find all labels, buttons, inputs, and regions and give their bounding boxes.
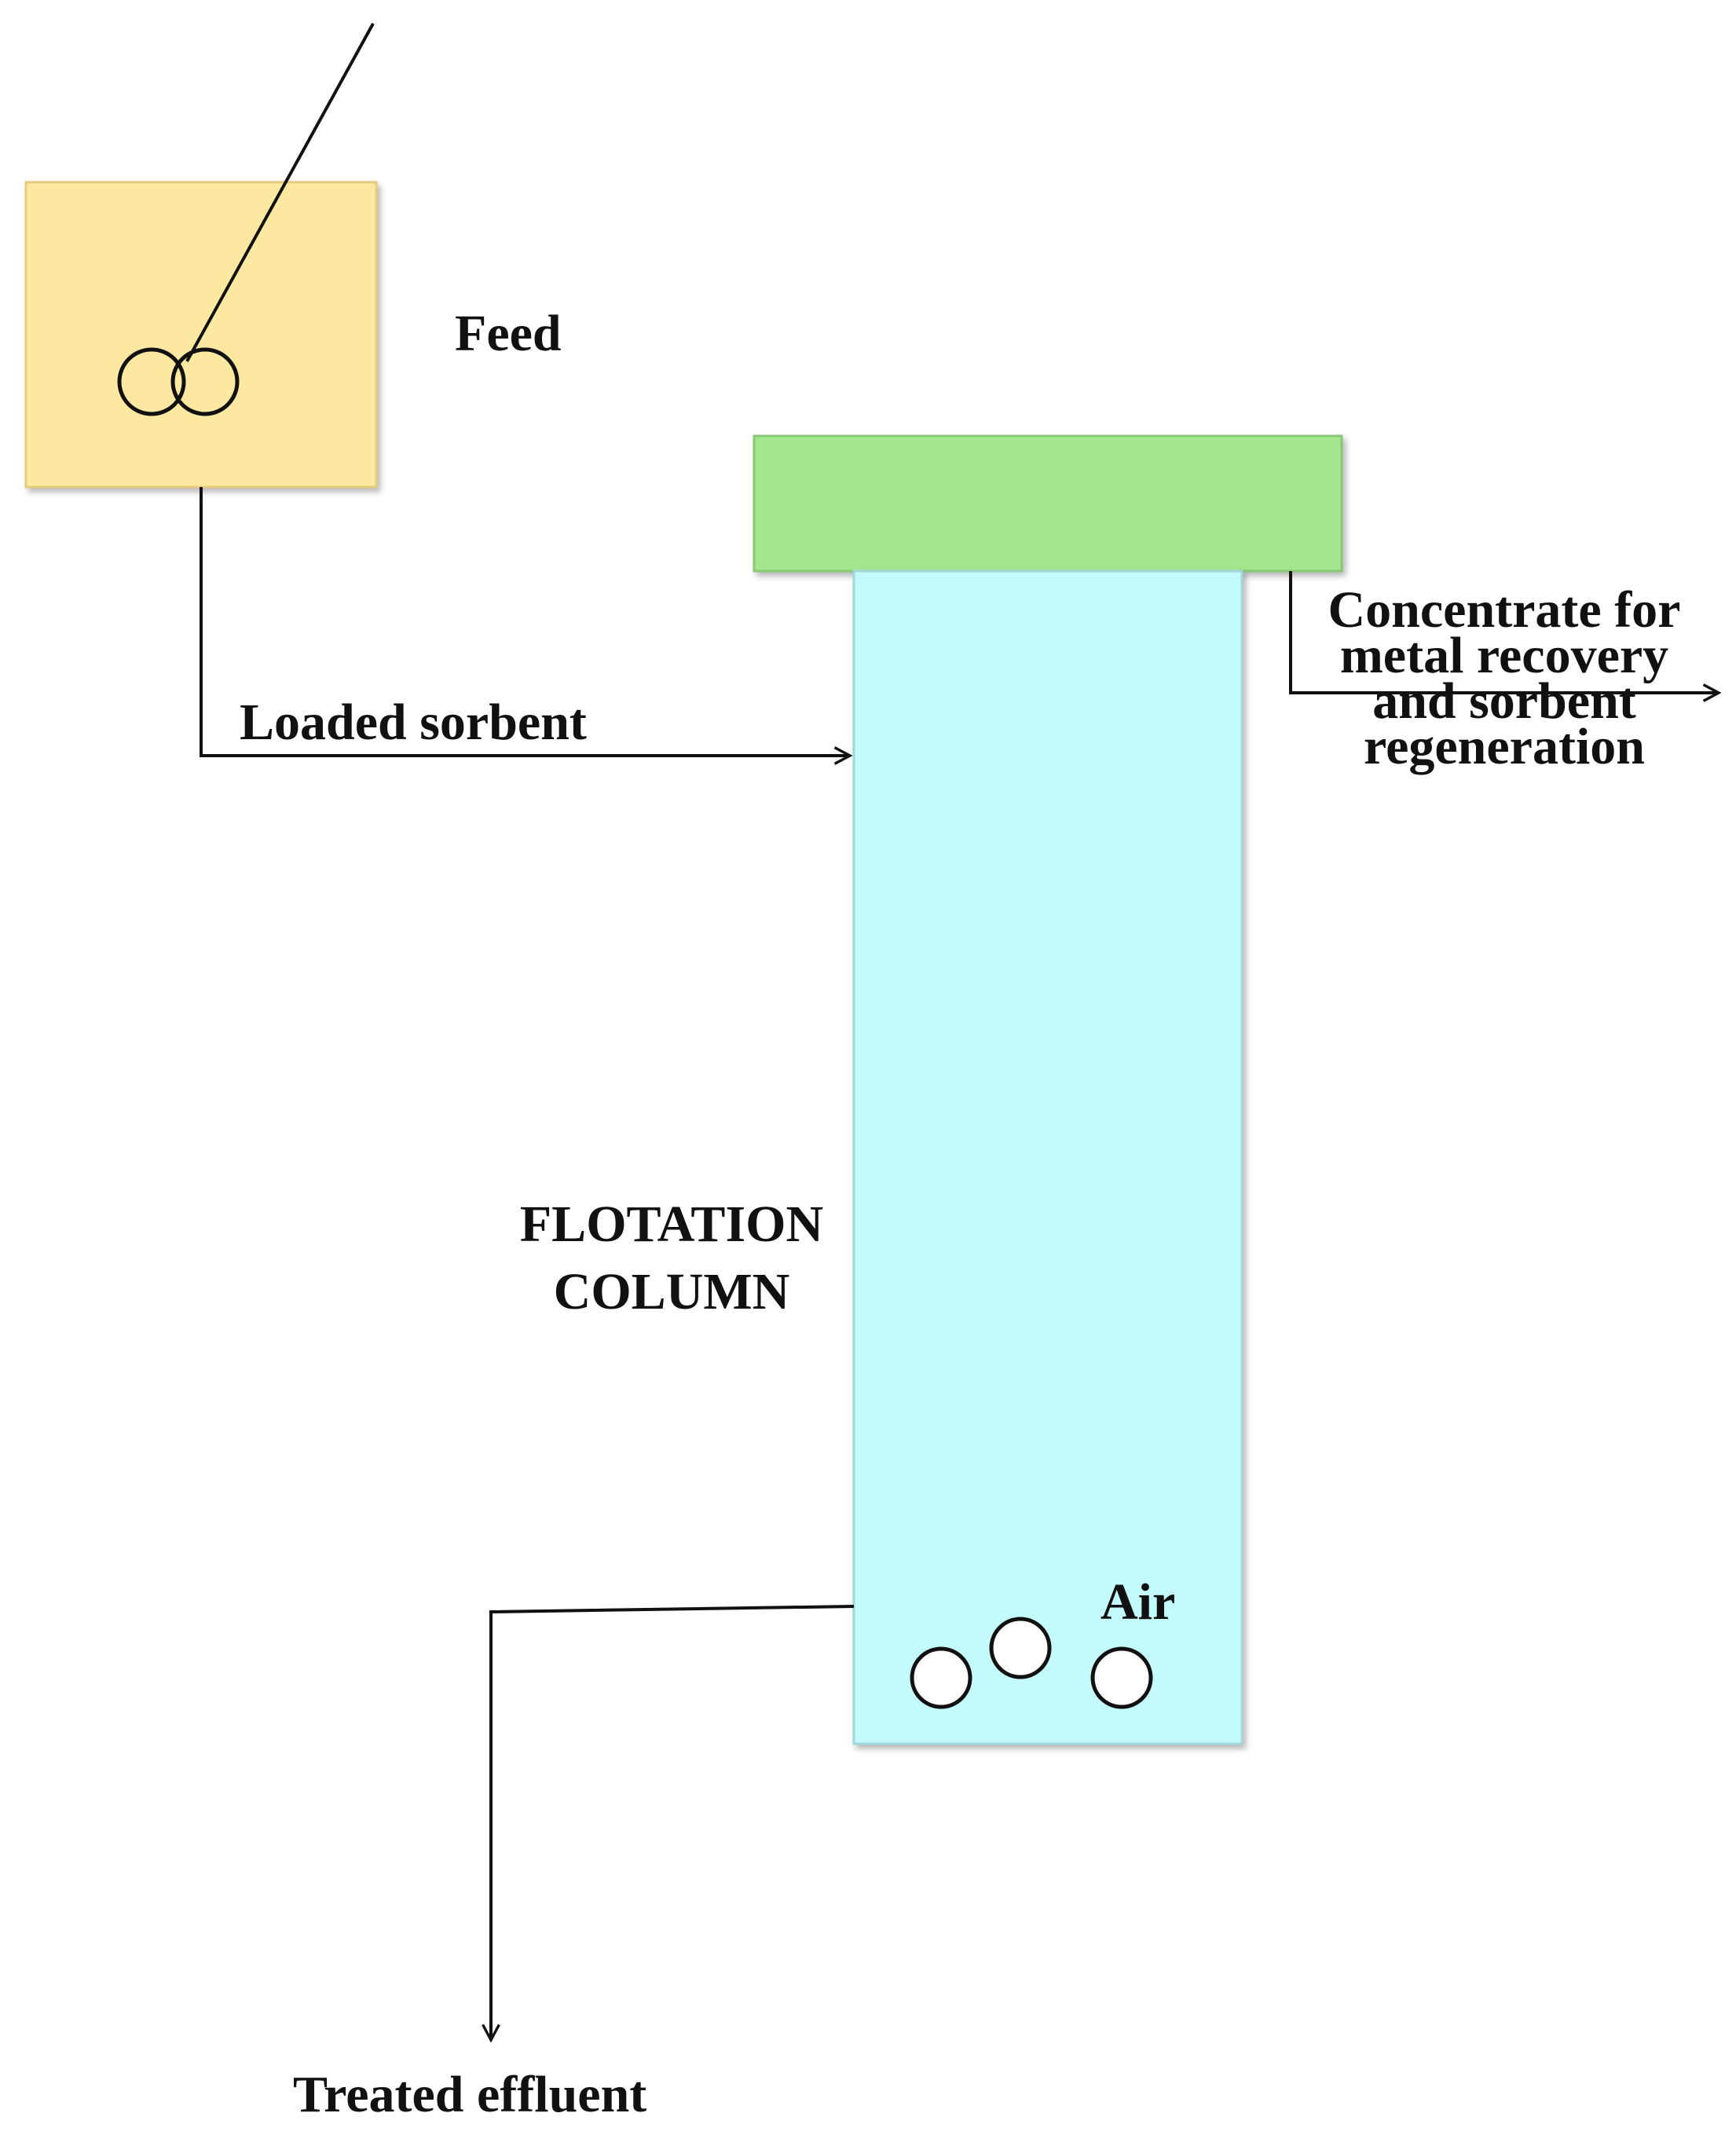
concentrate-label: Concentrate for metal recovery and sorbe… <box>1300 581 1709 775</box>
loaded-sorbent-line <box>200 487 853 765</box>
column-label-line: COLUMN <box>553 1263 790 1320</box>
column-label-line: FLOTATION <box>519 1196 824 1253</box>
froth-zone <box>753 434 1343 573</box>
flotation-column-label: FLOTATION COLUMN <box>491 1191 852 1326</box>
treated-effluent-line <box>482 1605 855 2043</box>
loaded-sorbent-label: Loaded sorbent <box>240 694 587 751</box>
impeller-blade-right <box>170 347 240 416</box>
flotation-column <box>852 569 1243 1745</box>
concentrate-label-line: and sorbent <box>1372 672 1636 730</box>
air-bubble <box>910 1646 972 1709</box>
feed-label: Feed <box>455 305 562 362</box>
concentrate-label-line: regeneration <box>1363 718 1645 775</box>
air-label: Air <box>1101 1573 1176 1631</box>
concentrate-outlet-line <box>1289 571 1722 702</box>
air-bubble <box>989 1617 1052 1679</box>
treated-effluent-label: Treated effluent <box>293 2066 647 2123</box>
air-bubble <box>1090 1646 1153 1709</box>
concentrate-label-line: Concentrate for <box>1328 581 1681 639</box>
impeller-blade-left <box>117 347 186 416</box>
stirrer-shaft <box>185 23 375 362</box>
concentrate-label-line: metal recovery <box>1339 627 1669 684</box>
